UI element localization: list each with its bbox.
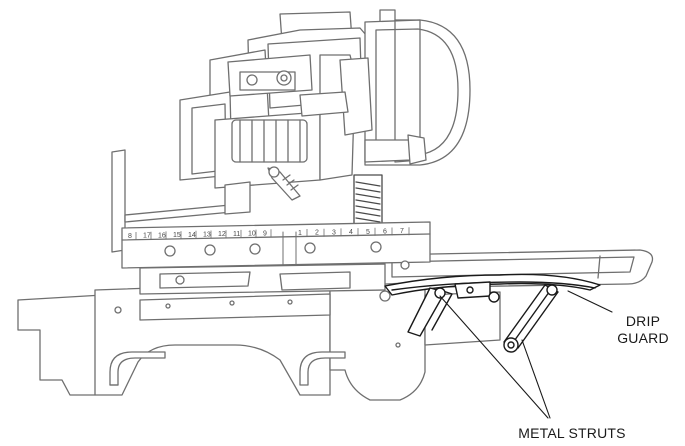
blade-guard xyxy=(364,19,471,166)
ruler-tick-label: 1 xyxy=(298,230,302,237)
drip-guard-label-line1: DRIP xyxy=(625,313,661,329)
callout-leader-lines xyxy=(439,290,613,419)
ruler-tick-label: 3 xyxy=(332,229,336,236)
ruler-tick-label: 17 xyxy=(143,233,151,240)
ruler-tick-label: 14 xyxy=(188,232,196,239)
ruler-tick-label: 2 xyxy=(315,230,319,237)
water-nozzle xyxy=(267,166,301,201)
base-frame xyxy=(17,281,501,401)
drip-guard-label: DRIP GUARD xyxy=(605,313,681,347)
ruler-tick-label: 11 xyxy=(233,231,240,238)
ruler-tick-label: 5 xyxy=(366,229,370,236)
metal-struts-label: METAL STRUTS xyxy=(518,425,626,441)
measuring-ruler xyxy=(121,221,431,271)
ruler-tick-label: 7 xyxy=(400,228,404,235)
ruler-tick-label: 16 xyxy=(158,232,166,239)
ruler-tick-label: 12 xyxy=(218,231,226,238)
metal-struts xyxy=(407,281,559,353)
track-assembly xyxy=(139,260,410,295)
drip-guard-label-line2: GUARD xyxy=(617,330,669,346)
ruler-tick-label: 15 xyxy=(173,232,181,239)
ruler-tick-label: 13 xyxy=(203,232,211,239)
ruler-tick-label: 6 xyxy=(383,229,387,236)
tilt-arm xyxy=(299,54,427,181)
carriage-block xyxy=(214,54,321,189)
ruler-tick-label: 4 xyxy=(349,229,353,236)
ruler-tick-label: 8 xyxy=(128,233,132,240)
ruler-tick-label: 9 xyxy=(263,230,267,237)
ruler-tick-label: 10 xyxy=(248,231,256,238)
